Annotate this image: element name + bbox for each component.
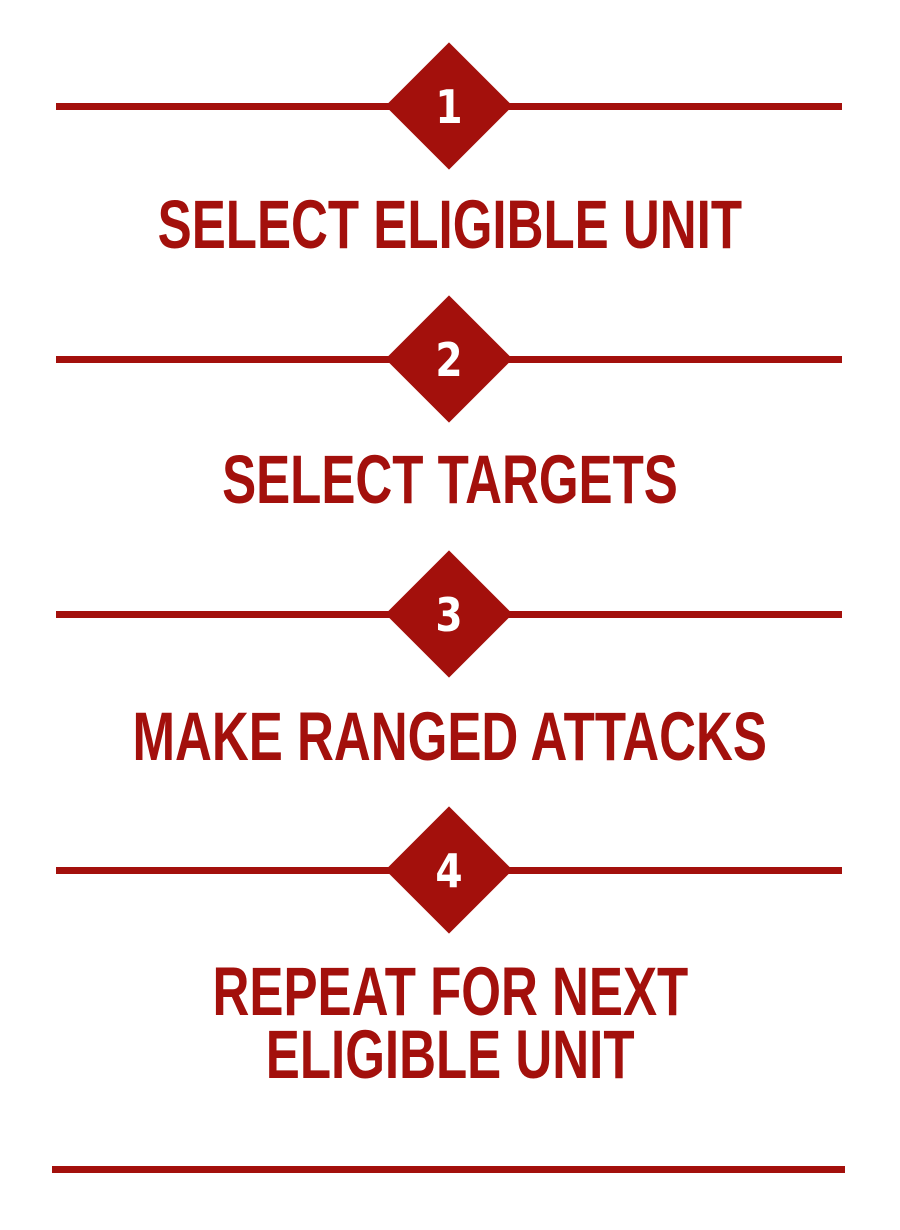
- step-label-line: REPEAT FOR NEXT: [212, 953, 688, 1030]
- step-label-line: ELIGIBLE UNIT: [265, 1016, 635, 1093]
- step-label-line: MAKE RANGED ATTACKS: [132, 698, 768, 775]
- step-label: MAKE RANGED ATTACKS: [0, 698, 900, 775]
- step-number: 4: [435, 844, 463, 898]
- step-number: 1: [435, 80, 463, 134]
- step-label-line: SELECT ELIGIBLE UNIT: [157, 186, 743, 263]
- step-label: SELECT TARGETS: [0, 441, 900, 518]
- step-label: ELIGIBLE UNIT: [0, 1016, 900, 1093]
- step-label: SELECT ELIGIBLE UNIT: [0, 186, 900, 263]
- step-label-line: SELECT TARGETS: [222, 441, 678, 518]
- step-label: REPEAT FOR NEXT: [0, 953, 900, 1030]
- bottom-divider-line: [52, 1166, 845, 1173]
- step-number: 2: [435, 333, 463, 387]
- step-number: 3: [435, 588, 463, 642]
